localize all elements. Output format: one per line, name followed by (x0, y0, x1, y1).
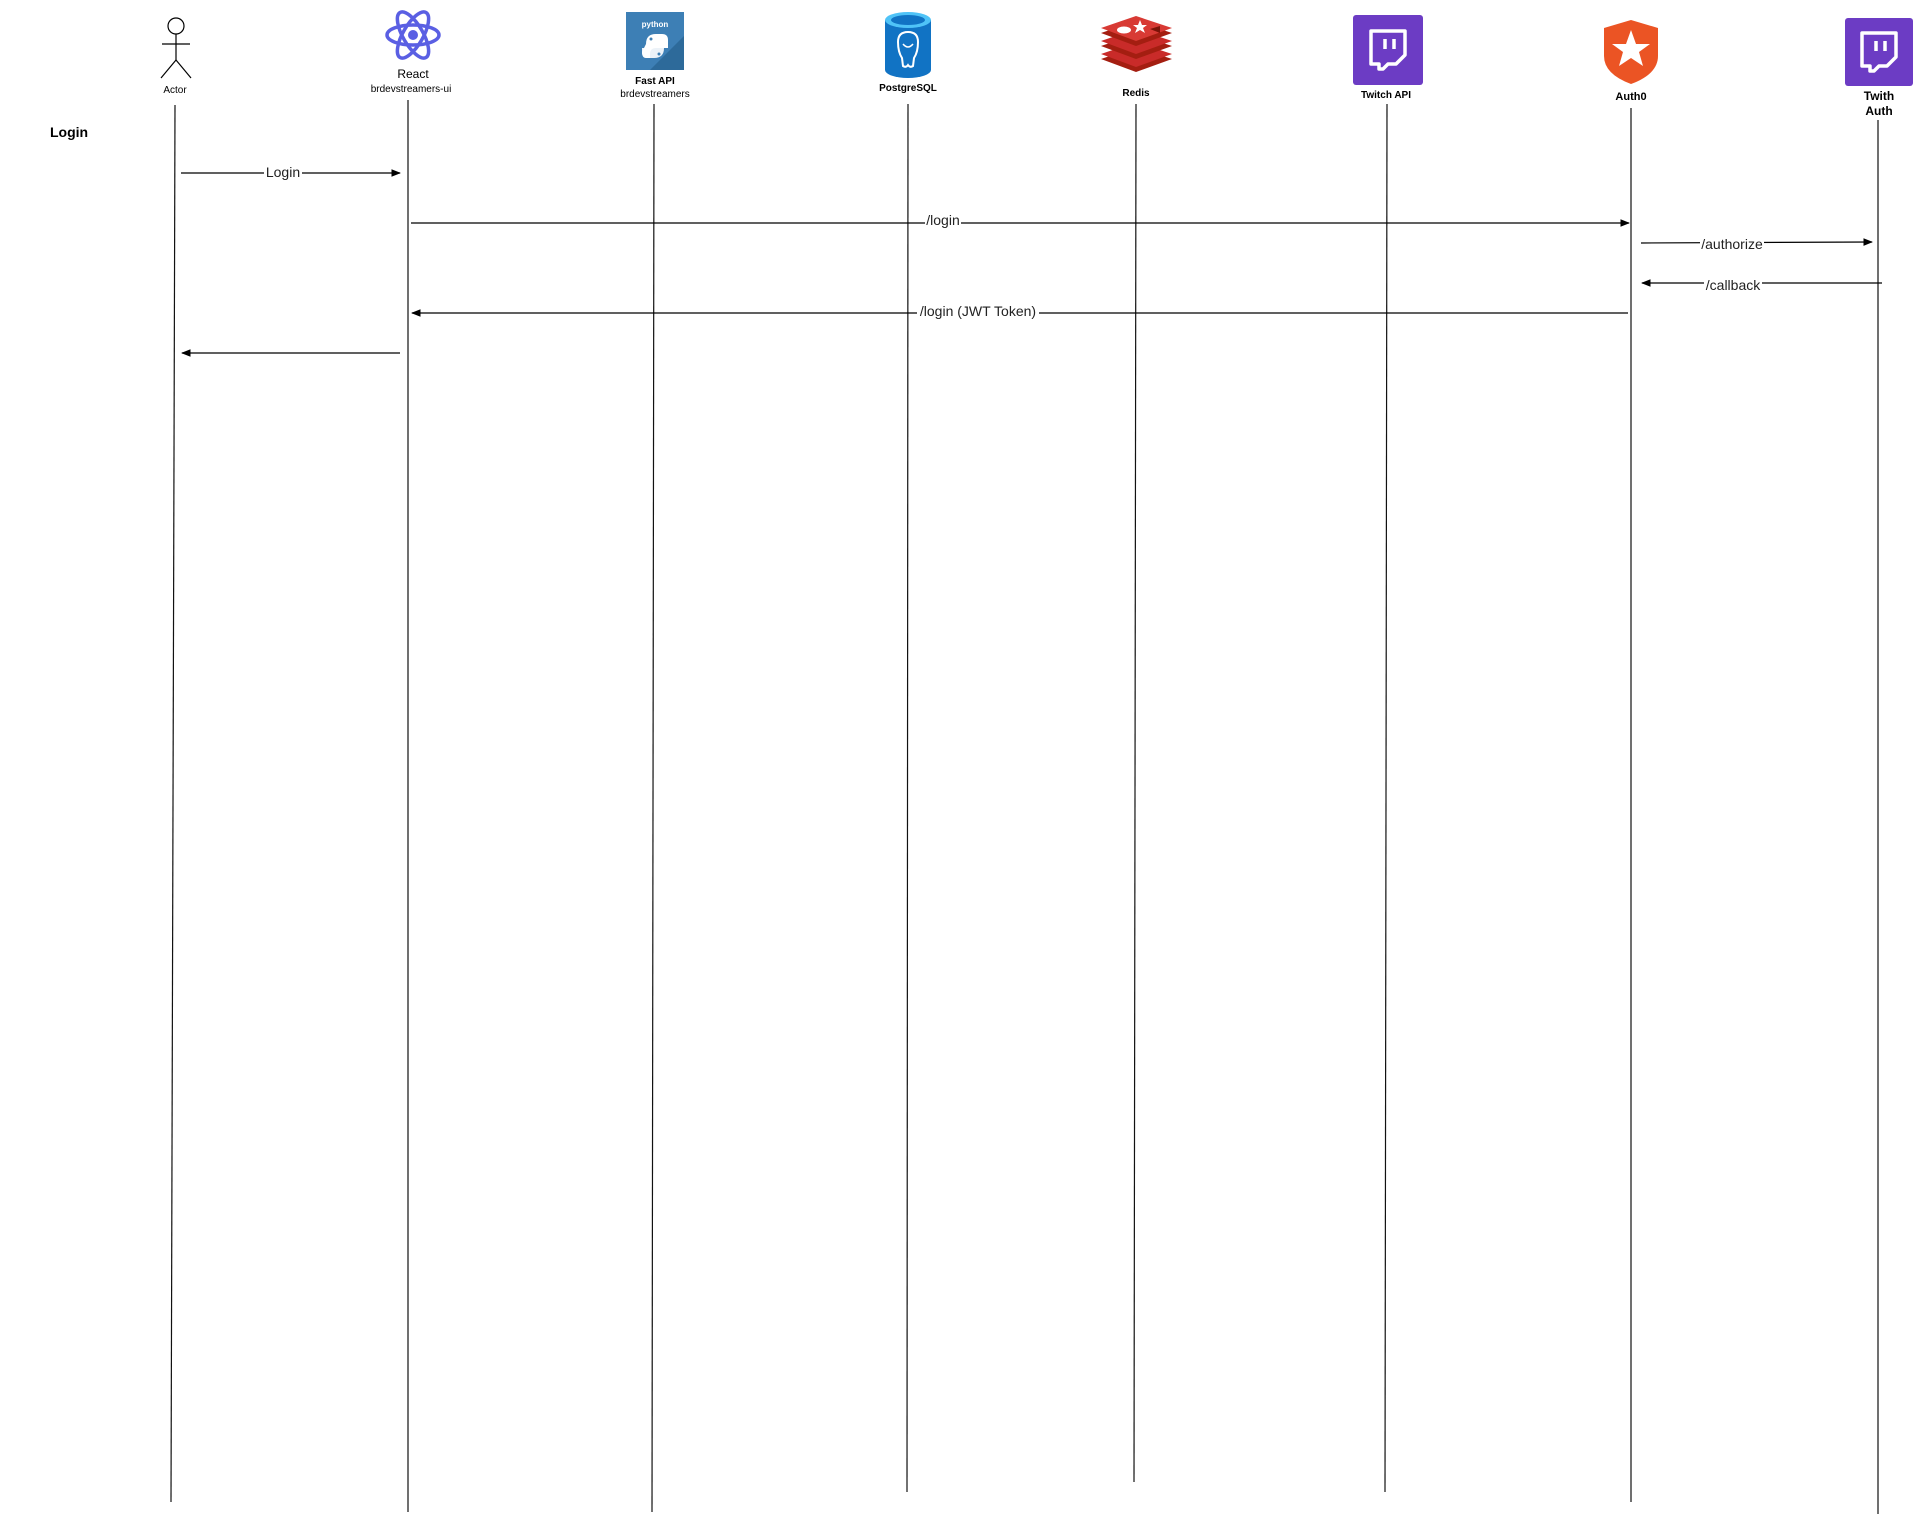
participant-twitchapi: Twitch API (1353, 15, 1423, 101)
stick-figure-icon (160, 17, 192, 79)
message-label: /authorize (1701, 236, 1763, 252)
participant-redis: Redis (1101, 16, 1172, 99)
participant-actor: Actor (160, 17, 192, 96)
twitch-icon (1845, 18, 1913, 86)
participant-twitchauth: Twith Auth (1845, 18, 1913, 118)
message-login: Login (181, 164, 401, 180)
message-authorize: /authorize (1640, 236, 1873, 252)
participant-name: React (397, 67, 429, 81)
message-callback: /callback (1641, 277, 1882, 293)
participant-name: Actor (163, 85, 187, 96)
message-label: /login (926, 212, 959, 228)
participant-subtitle: brdevstreamers (620, 89, 689, 100)
message-login-request: /login (411, 212, 1630, 230)
lifeline-redis (1133, 103, 1137, 1483)
message-label: /callback (1706, 277, 1761, 293)
auth0-star-icon (1604, 20, 1658, 84)
database-cylinder-icon (885, 12, 931, 78)
participant-react: React brdevstreamers-ui (371, 10, 452, 95)
react-atom-icon (385, 10, 441, 60)
participant-name: Redis (1122, 88, 1150, 99)
participant-fastapi: python Fast API brdevstreamers (620, 12, 690, 100)
redis-icon (1101, 16, 1172, 72)
lifelines (170, 100, 1879, 1514)
message-label: Login (266, 164, 300, 180)
participant-name-line2: Auth (1865, 104, 1892, 118)
participant-subtitle: brdevstreamers-ui (371, 84, 452, 95)
message-label: /login (JWT Token) (920, 303, 1036, 319)
participant-name: Twith (1864, 89, 1894, 103)
participant-name: Fast API (635, 76, 675, 87)
messages: Login /login /authorize /callback /login… (181, 164, 1882, 357)
python-icon: python (626, 12, 684, 70)
lifeline-fastapi (651, 103, 655, 1513)
message-jwt-token: /login (JWT Token) (411, 303, 1628, 320)
participant-name: PostgreSQL (879, 83, 937, 94)
participant-name: Auth0 (1615, 91, 1646, 103)
python-icon-text: python (642, 20, 669, 29)
lifeline-postgres (906, 103, 909, 1493)
lifeline-actor (170, 104, 176, 1503)
twitch-icon (1353, 15, 1423, 85)
participant-postgres: PostgreSQL (879, 12, 937, 94)
participant-auth0: Auth0 (1604, 20, 1658, 103)
participant-name: Twitch API (1361, 90, 1411, 101)
section-title: Login (50, 124, 88, 140)
lifeline-twitchapi (1384, 103, 1388, 1493)
